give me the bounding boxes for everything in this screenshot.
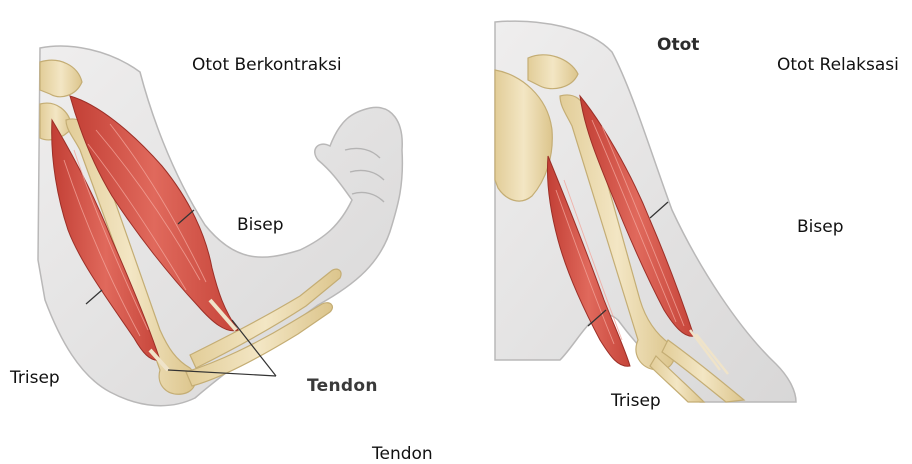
bottom-tendon-label: Tendon: [372, 444, 433, 464]
right-panel-title: Otot Relaksasi: [777, 55, 899, 75]
left-panel-title: Otot Berkontraksi: [192, 55, 342, 75]
left-tendon-label: Tendon: [307, 376, 378, 396]
right-top-word: Otot: [657, 35, 699, 55]
contracted-arm-illustration: [38, 46, 402, 406]
relaxed-arm-illustration: [495, 21, 796, 402]
right-biceps-label: Bisep: [797, 217, 844, 237]
left-triceps-label: Trisep: [10, 368, 60, 388]
left-biceps-label: Bisep: [237, 215, 284, 235]
right-triceps-label: Trisep: [611, 391, 661, 411]
